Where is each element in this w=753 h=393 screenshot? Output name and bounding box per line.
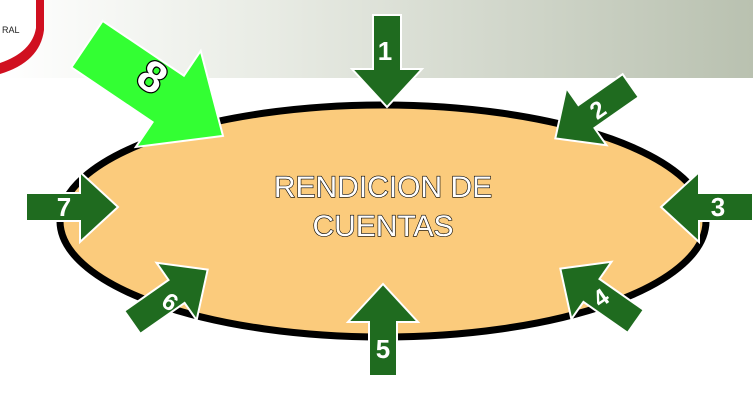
arrow-label-5: 5	[376, 334, 390, 364]
arrow-2	[554, 72, 641, 147]
arrow-8	[69, 19, 225, 149]
arrow-label-3: 3	[711, 192, 725, 222]
arrow-1	[349, 14, 425, 109]
center-title-line-1: RENDICION DE	[274, 171, 492, 204]
logo-shield-icon: RAL	[0, 0, 44, 74]
center-title-line-2: CUENTAS	[312, 210, 453, 243]
arrow-5	[345, 282, 421, 377]
logo-text: RAL	[2, 25, 20, 35]
arrow-7	[25, 169, 120, 245]
arrow-4	[559, 260, 646, 335]
arrow-label-7: 7	[57, 192, 71, 222]
arrow-3	[659, 169, 753, 245]
arrow-label-1: 1	[378, 36, 392, 66]
arrow-6	[122, 261, 209, 336]
